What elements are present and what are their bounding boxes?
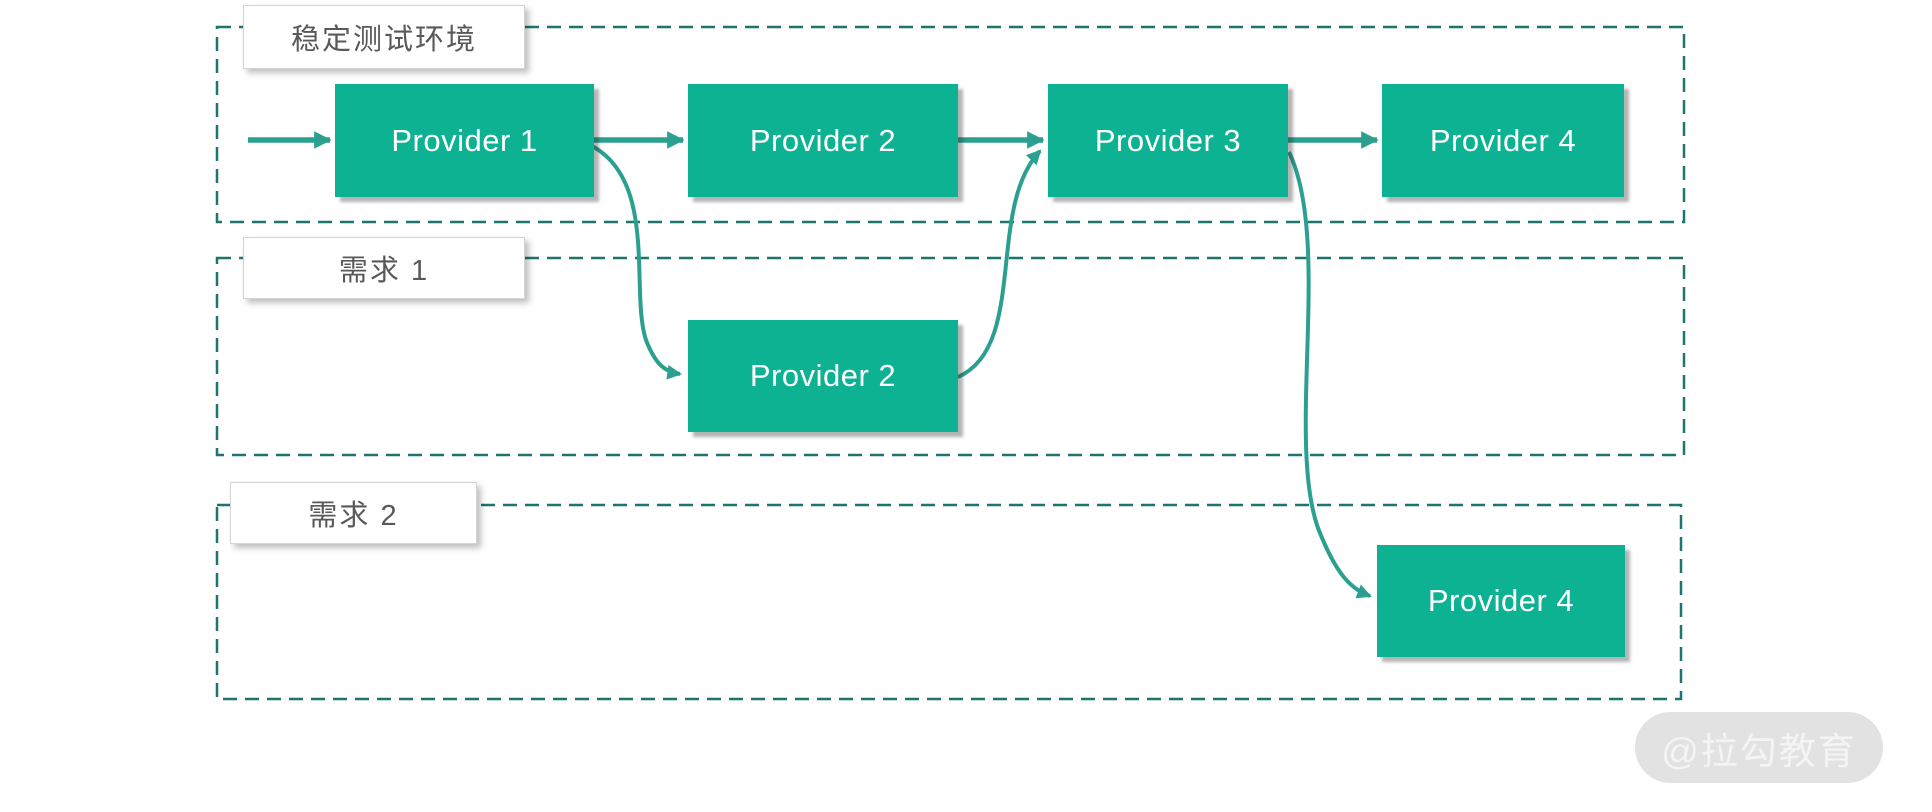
watermark-lagou-edu: @拉勾教育 — [1635, 712, 1883, 783]
curve-provider1-to-demand1-provider2 — [591, 144, 682, 380]
region-label-demand-2: 需求 2 — [230, 482, 477, 544]
node-provider-3: Provider 3 — [1048, 84, 1288, 197]
node-provider-2-demand-1: Provider 2 — [688, 320, 958, 432]
node-provider-4: Provider 4 — [1382, 84, 1624, 197]
region-demand-2 — [215, 503, 1683, 701]
region-stable-test-env — [215, 25, 1686, 224]
node-provider-1: Provider 1 — [335, 84, 594, 197]
region-label-demand-1: 需求 1 — [243, 237, 525, 299]
region-demand-1 — [215, 256, 1686, 457]
node-provider-2: Provider 2 — [688, 84, 958, 197]
curve-demand1-provider2-to-provider3 — [957, 149, 1042, 379]
region-label-stable-test-env: 稳定测试环境 — [243, 5, 525, 69]
curve-provider3-to-demand2-provider4 — [1287, 151, 1372, 599]
node-provider-4-demand-2: Provider 4 — [1377, 545, 1625, 657]
